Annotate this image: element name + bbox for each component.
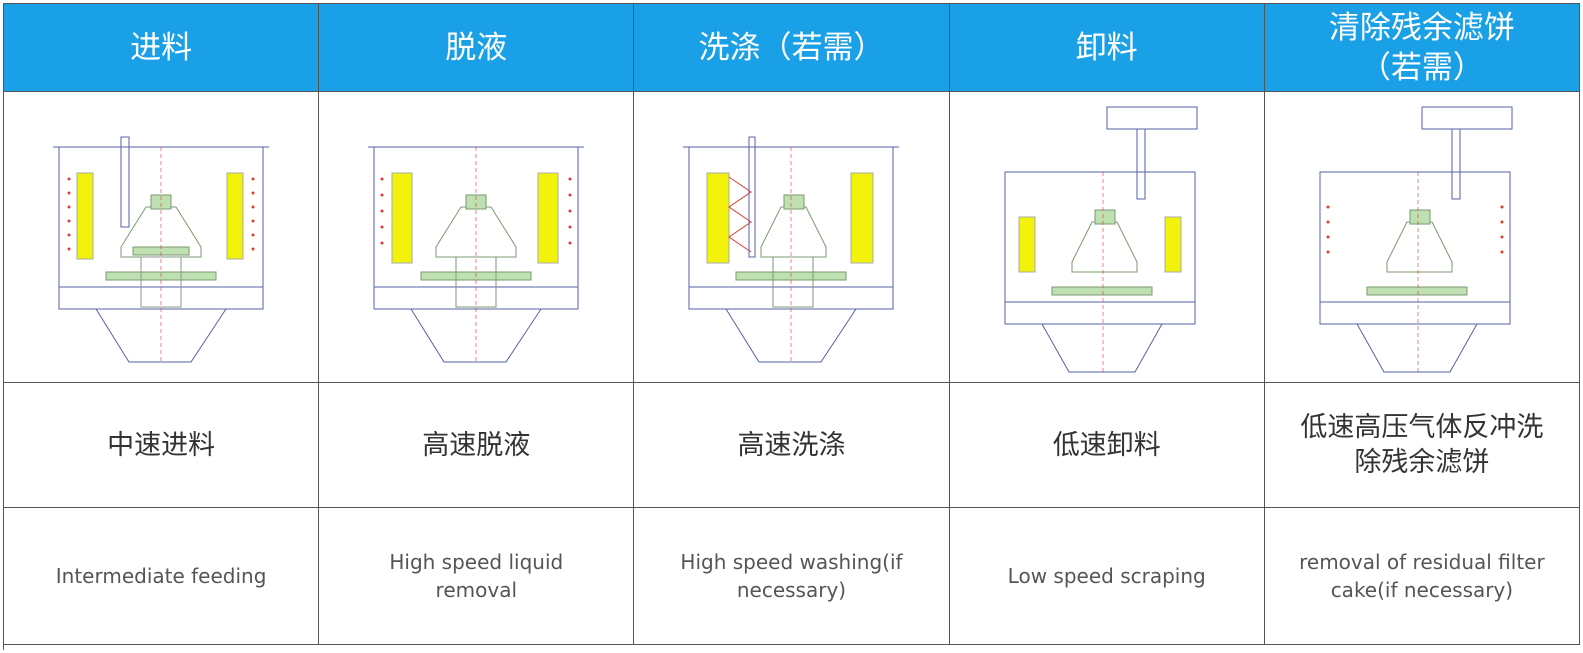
cn-desc-feeding: 中速进料 xyxy=(4,383,320,508)
cn-desc-dewatering: 高速脱液 xyxy=(319,383,635,508)
centrifuge-dewatering-diagram xyxy=(319,92,635,383)
en-desc-discharge: Low speed scraping xyxy=(949,508,1265,645)
header-discharge: 卸料 xyxy=(949,4,1265,92)
en-desc-feeding: Intermediate feeding xyxy=(4,508,320,645)
cn-desc-washing: 高速洗涤 xyxy=(634,383,950,508)
process-table: 进料 脱液 洗涤（若需） 卸料 清除残余滤饼 （若需） xyxy=(3,3,1580,650)
centrifuge-feeding-diagram xyxy=(4,92,320,383)
centrifuge-washing-diagram xyxy=(634,92,950,383)
header-dewatering: 脱液 xyxy=(319,4,635,92)
header-cake-removal: 清除残余滤饼 （若需） xyxy=(1264,4,1580,92)
en-desc-cake-removal: removal of residual filter cake(if neces… xyxy=(1264,508,1580,645)
cn-desc-discharge: 低速卸料 xyxy=(949,383,1265,508)
en-desc-washing: High speed washing(if necessary) xyxy=(634,508,950,645)
header-feeding: 进料 xyxy=(4,4,320,92)
header-washing: 洗涤（若需） xyxy=(634,4,950,92)
en-desc-dewatering: High speed liquid removal xyxy=(319,508,635,645)
cn-desc-cake-removal: 低速高压气体反冲洗 除残余滤饼 xyxy=(1264,383,1580,508)
centrifuge-cake-removal-diagram xyxy=(1264,92,1580,383)
centrifuge-discharge-diagram xyxy=(949,92,1265,383)
